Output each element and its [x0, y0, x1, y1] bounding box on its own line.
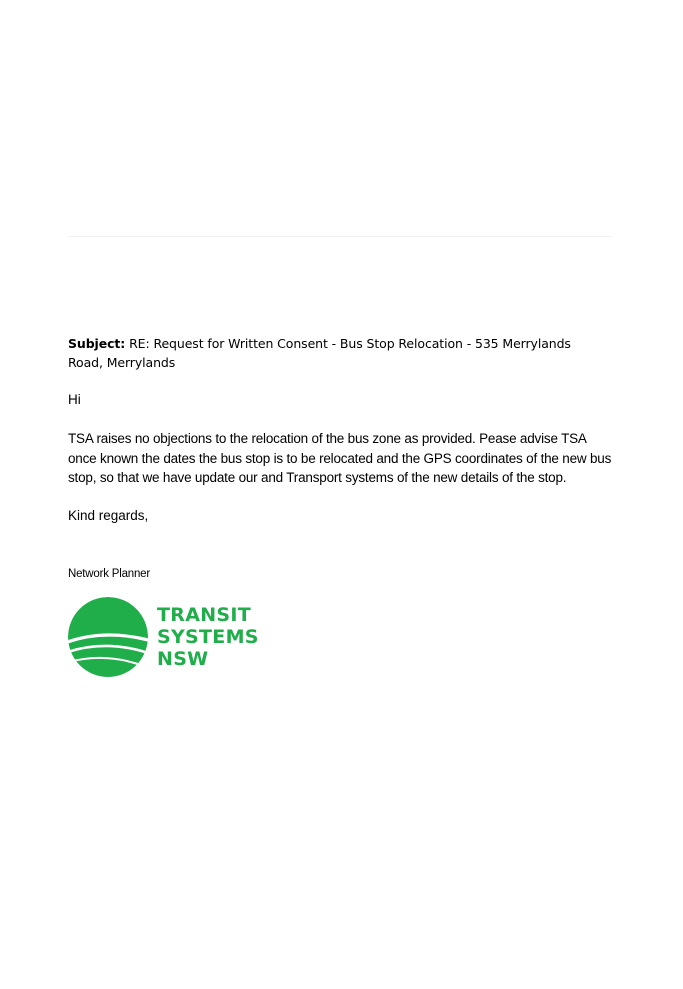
signature-role: Network Planner	[68, 568, 151, 580]
email-closing: Kind regards,	[68, 508, 149, 523]
subject-label: Subject:	[68, 336, 126, 351]
email-subject: Subject: RE: Request for Written Consent…	[68, 334, 588, 372]
logo-line-nsw: NSW	[157, 648, 209, 670]
logo-line-transit: TRANSIT	[157, 604, 252, 626]
logo-line-systems: SYSTEMS	[157, 626, 259, 648]
subject-text: RE: Request for Written Consent - Bus St…	[68, 336, 571, 370]
page-divider	[68, 236, 612, 237]
email-body: TSA raises no objections to the relocati…	[68, 431, 612, 485]
logo-wordmark: TRANSIT SYSTEMS NSW	[157, 604, 259, 670]
transit-systems-logo-icon	[68, 597, 148, 677]
email-greeting: Hi	[68, 392, 81, 407]
